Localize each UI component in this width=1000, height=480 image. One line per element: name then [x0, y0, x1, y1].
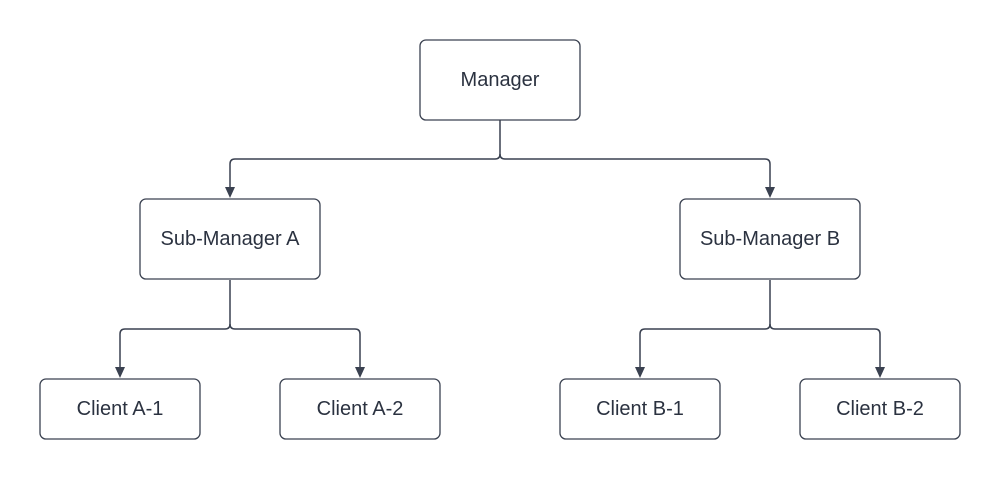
node-client-b1[interactable]: Client B-1: [559, 378, 721, 440]
edge-sub-manager-a-to-client-a2: [229, 323, 361, 367]
node-client-a1-box: [39, 378, 201, 440]
node-manager-box: [419, 39, 581, 121]
arrowhead-sub-manager-a: [225, 187, 235, 198]
node-client-a1[interactable]: Client A-1: [39, 378, 201, 440]
node-manager[interactable]: Manager: [419, 39, 581, 121]
node-sub-manager-b-label: Sub-Manager B: [700, 228, 840, 250]
arrowhead-sub-manager-b: [765, 187, 775, 198]
node-sub-manager-a-box: [139, 198, 321, 280]
node-manager-label: Manager: [461, 69, 540, 91]
edge-manager-to-sub-manager-a: [229, 120, 501, 187]
node-client-a2-label: Client A-2: [317, 398, 404, 420]
node-sub-manager-b[interactable]: Sub-Manager B: [679, 198, 861, 280]
node-client-b2-box: [799, 378, 961, 440]
arrowhead-client-a2: [355, 367, 365, 378]
node-client-a1-label: Client A-1: [77, 398, 164, 420]
arrowhead-client-b2: [875, 367, 885, 378]
edge-manager-to-sub-manager-b: [499, 153, 771, 187]
node-client-a2[interactable]: Client A-2: [279, 378, 441, 440]
edge-sub-manager-a-to-client-a1: [119, 280, 231, 367]
node-client-b1-label: Client B-1: [596, 398, 684, 420]
arrowhead-client-a1: [115, 367, 125, 378]
node-sub-manager-a[interactable]: Sub-Manager A: [139, 198, 321, 280]
node-sub-manager-b-box: [679, 198, 861, 280]
node-client-b1-box: [559, 378, 721, 440]
edge-sub-manager-b-to-client-b2: [769, 323, 881, 367]
edge-sub-manager-b-to-client-b1: [639, 280, 771, 367]
node-client-a2-box: [279, 378, 441, 440]
arrowhead-client-b1: [635, 367, 645, 378]
node-client-b2[interactable]: Client B-2: [799, 378, 961, 440]
node-client-b2-label: Client B-2: [836, 398, 924, 420]
node-sub-manager-a-label: Sub-Manager A: [161, 228, 301, 250]
connectors: [115, 120, 885, 378]
